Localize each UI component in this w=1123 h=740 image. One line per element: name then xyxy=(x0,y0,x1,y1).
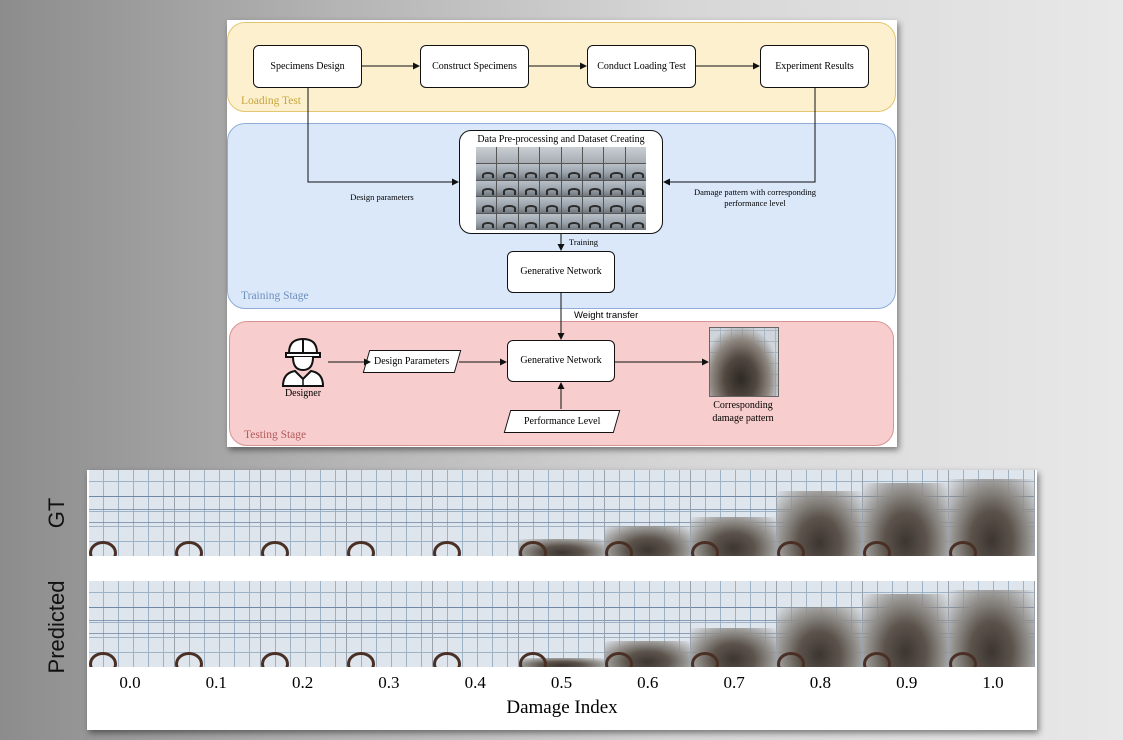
predicted-tile-2 xyxy=(261,581,347,667)
damage-index-tick: 0.8 xyxy=(809,673,832,692)
dataset-image-grid xyxy=(476,147,646,230)
predicted-tile-4 xyxy=(433,581,519,667)
training-text: Training xyxy=(569,237,598,247)
predicted-row-label: Predicted xyxy=(44,580,69,674)
design-parameters-text: Design parameters xyxy=(350,192,414,202)
gt-tile-4 xyxy=(433,470,519,556)
step-conduct-loading-test: Conduct Loading Test xyxy=(587,45,696,88)
damage-index-tick: 1.0 xyxy=(982,673,1004,692)
predicted-tile-7 xyxy=(691,581,777,667)
loading-test-label: Loading Test xyxy=(241,95,301,107)
gt-tile-2 xyxy=(261,470,347,556)
damage-index-tick: 0.2 xyxy=(291,673,314,692)
gt-tile-7 xyxy=(691,470,777,556)
damage-index-axis-label: Damage Index xyxy=(506,697,618,718)
damage-index-tick: 0.4 xyxy=(464,673,486,692)
step-experiment-results: Experiment Results xyxy=(760,45,869,88)
damage-index-tick: 0.6 xyxy=(637,673,659,692)
predicted-tile-10 xyxy=(949,581,1035,667)
predicted-image-strip xyxy=(89,581,1035,667)
testing-stage-label: Testing Stage xyxy=(244,429,307,441)
damage-index-tick: 0.5 xyxy=(550,673,573,692)
gt-tile-6 xyxy=(605,470,691,556)
gt-tile-3 xyxy=(347,470,433,556)
predicted-tile-0 xyxy=(89,581,175,667)
damage-index-tick: 0.0 xyxy=(119,673,141,692)
weight-transfer-text: Weight transfer xyxy=(574,310,639,321)
predicted-tile-1 xyxy=(175,581,261,667)
damage-index-tick: 0.3 xyxy=(378,673,400,692)
gt-tile-1 xyxy=(175,470,261,556)
gt-tile-0 xyxy=(89,470,175,556)
ground-truth-image-strip xyxy=(89,470,1035,556)
generative-network-testing: Generative Network xyxy=(507,340,615,382)
corresponding-damage-pattern-label: Corresponding damage pattern xyxy=(712,400,774,424)
flow-arrows xyxy=(307,62,816,409)
predicted-tile-8 xyxy=(777,581,863,667)
results-comparison-panel xyxy=(87,470,1037,730)
dataset-box-title: Data Pre-processing and Dataset Creating xyxy=(477,134,645,145)
damage-index-tick: 0.1 xyxy=(205,673,227,692)
step-specimens-design: Specimens Design xyxy=(253,45,362,88)
designer-label: Designer xyxy=(284,388,322,399)
gt-tile-9 xyxy=(863,470,949,556)
damage-index-tick: 0.9 xyxy=(896,673,918,692)
gt-tile-5 xyxy=(519,470,605,556)
predicted-tile-5 xyxy=(519,581,605,667)
workflow-diagram: Loading Test Specimens Design Construct … xyxy=(227,20,897,447)
predicted-tile-3 xyxy=(347,581,433,667)
damage-pattern-text: Damage pattern with corresponding perfor… xyxy=(693,187,817,208)
step-construct-specimens: Construct Specimens xyxy=(420,45,529,88)
designer-icon xyxy=(281,337,325,387)
gt-row-label: GT xyxy=(44,497,69,529)
generative-network-training: Generative Network xyxy=(507,251,615,293)
damage-index-tick: 0.7 xyxy=(723,673,745,692)
training-stage-label: Training Stage xyxy=(241,290,309,302)
damage-pattern-output-image xyxy=(709,327,779,397)
predicted-tile-9 xyxy=(863,581,949,667)
predicted-tile-6 xyxy=(605,581,691,667)
gt-tile-8 xyxy=(777,470,863,556)
gt-tile-10 xyxy=(949,470,1035,556)
